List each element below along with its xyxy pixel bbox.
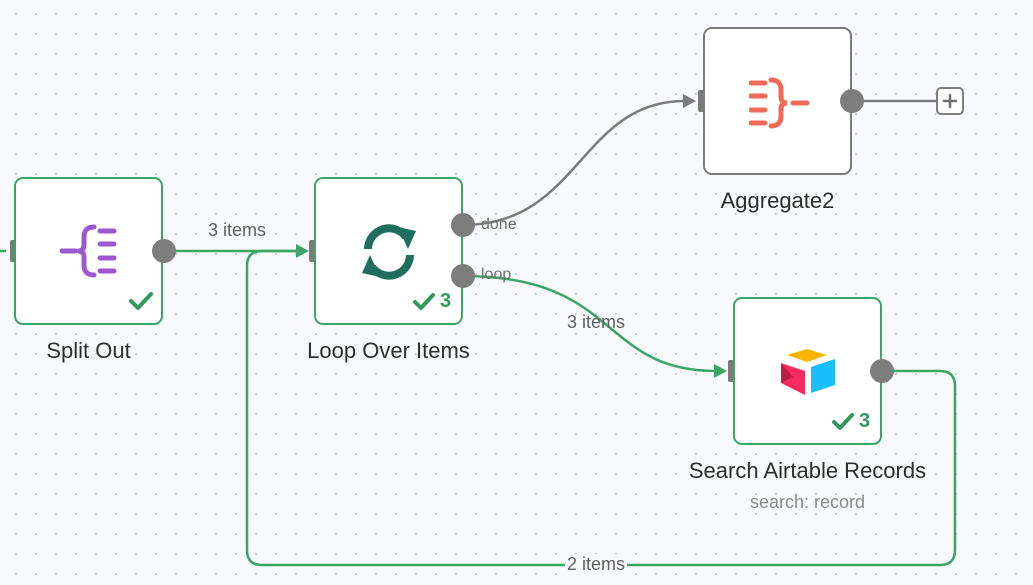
edge-loop-done-arrow bbox=[683, 94, 696, 108]
loop-loop-label: loop bbox=[481, 266, 512, 283]
edge-label-loop-to-search: 3 items bbox=[567, 312, 626, 332]
split-out-output-port[interactable] bbox=[152, 239, 176, 263]
aggregate-output-port[interactable] bbox=[840, 89, 864, 113]
search-airtable-records-subtitle: search: record bbox=[749, 492, 866, 512]
edge-loop-to-search-arrow bbox=[714, 364, 727, 378]
edge-loop-to-search[interactable] bbox=[462, 274, 717, 373]
loop-run-count: 3 bbox=[440, 290, 452, 312]
check-icon bbox=[129, 292, 153, 310]
check-icon bbox=[413, 292, 435, 310]
loop-arrows-icon bbox=[362, 224, 416, 280]
split-out-title: Split Out bbox=[46, 338, 131, 363]
edge-loop-done-to-aggregate[interactable] bbox=[462, 99, 686, 227]
loop-done-label: done bbox=[481, 216, 517, 233]
edge-label-split-to-loop: 3 items bbox=[208, 220, 267, 240]
aggregate-icon bbox=[749, 77, 810, 129]
check-icon bbox=[832, 412, 854, 430]
airtable-logo-icon bbox=[781, 349, 835, 395]
node-aggregate2[interactable] bbox=[703, 27, 852, 175]
loop-run-badge: 3 bbox=[412, 290, 451, 313]
aggregate2-title: Aggregate2 bbox=[720, 188, 835, 213]
loop-done-output-port[interactable] bbox=[451, 213, 475, 237]
search-airtable-records-title: Search Airtable Records bbox=[688, 458, 927, 483]
node-loop-over-items[interactable]: 3 bbox=[314, 177, 463, 325]
edge-split-to-loop-arrow bbox=[296, 244, 309, 258]
edge-label-search-back-to-loop: 2 items bbox=[565, 554, 628, 575]
search-airtable-run-count: 3 bbox=[859, 410, 871, 432]
node-search-airtable-records[interactable]: 3 bbox=[733, 297, 882, 445]
split-out-icon bbox=[60, 224, 117, 278]
node-split-out[interactable] bbox=[14, 177, 163, 325]
search-airtable-run-badge: 3 bbox=[831, 410, 870, 433]
loop-loop-output-port[interactable] bbox=[451, 264, 475, 288]
loop-over-items-title: Loop Over Items bbox=[307, 338, 470, 363]
plus-icon bbox=[942, 93, 958, 109]
search-airtable-output-port[interactable] bbox=[870, 359, 894, 383]
add-node-button[interactable] bbox=[936, 87, 964, 115]
